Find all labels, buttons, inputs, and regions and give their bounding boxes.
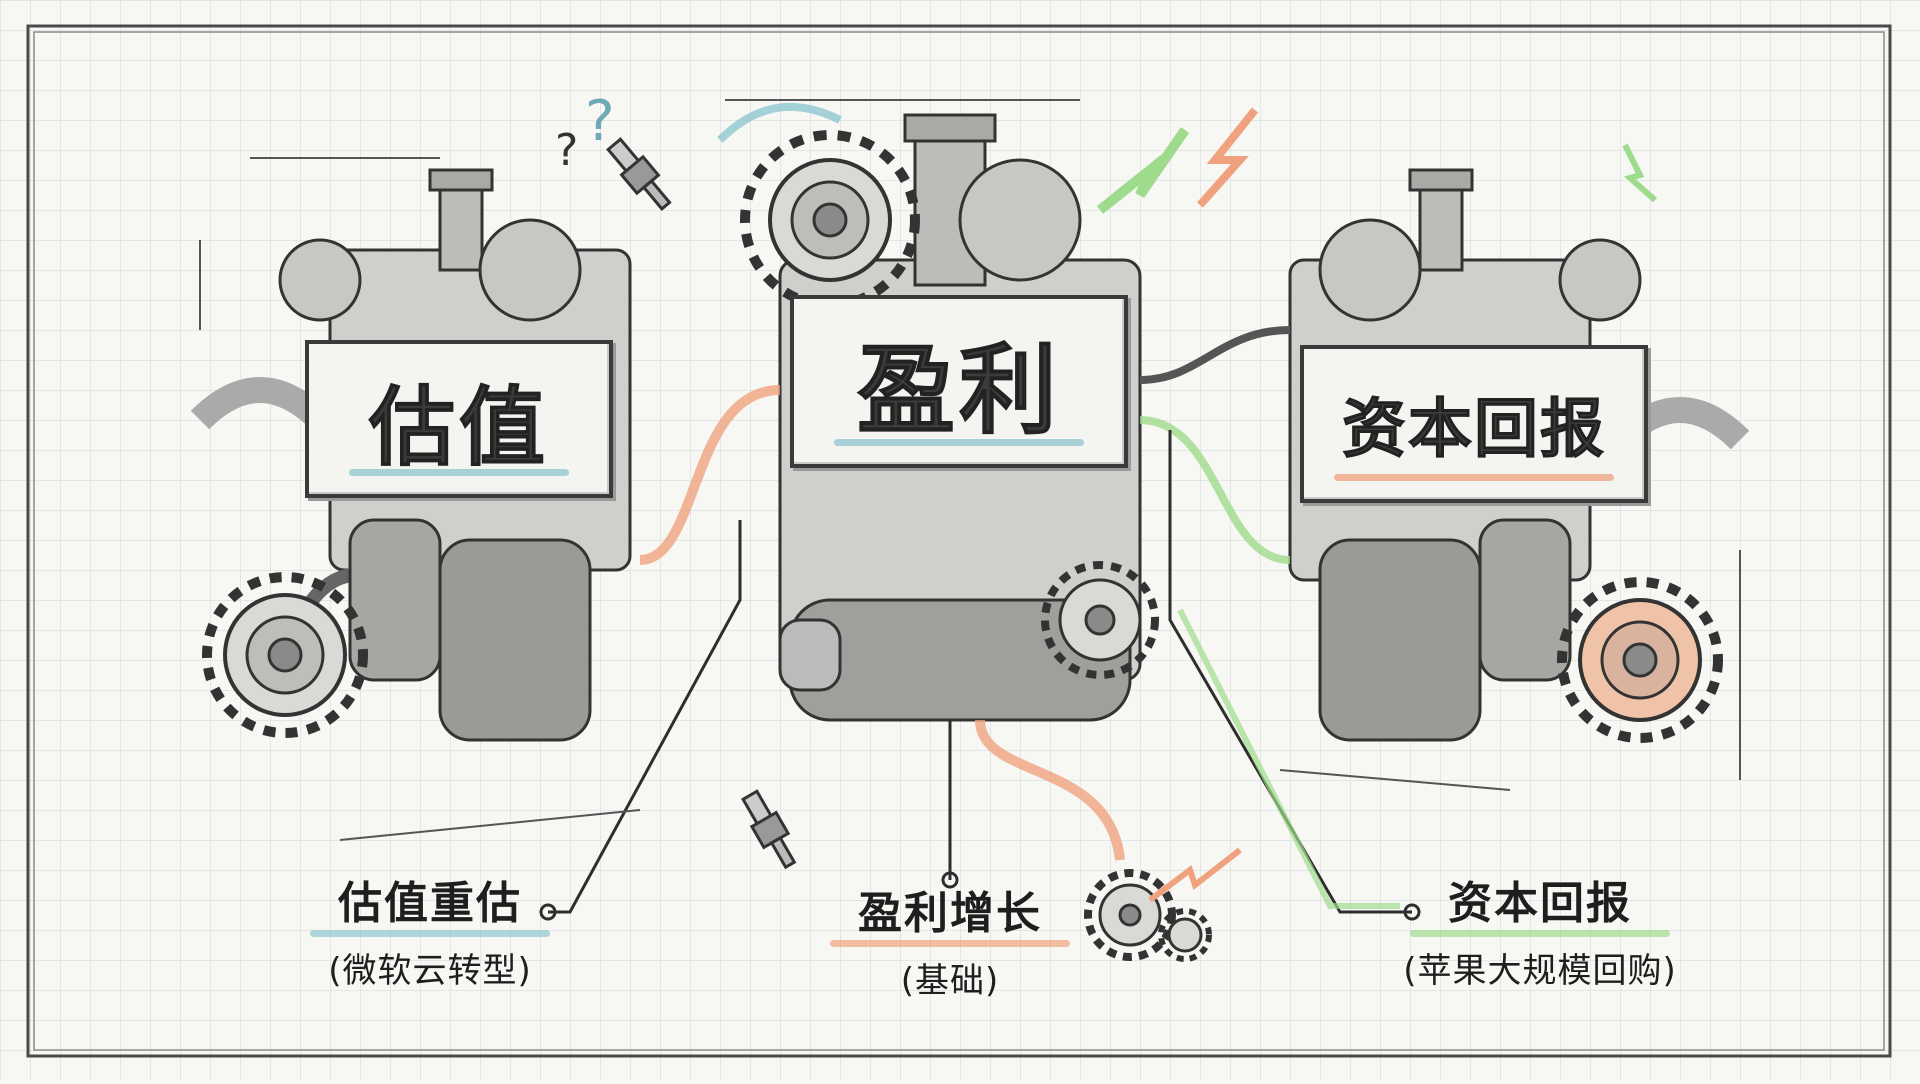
- plate-label: 盈利: [856, 333, 1061, 448]
- sketch-frame-inner: [33, 31, 1885, 1051]
- lightning-arrow-icon: [1197, 107, 1259, 208]
- plate-capital-return: 资本回报: [1300, 345, 1648, 503]
- caption-title: 盈利增长: [858, 888, 1042, 939]
- caption-valuation: 估值重估 (微软云转型): [300, 878, 560, 992]
- gear-icon: [1158, 908, 1212, 962]
- leader-capital-return: [1168, 430, 1412, 914]
- plate-label: 资本回报: [1342, 393, 1606, 468]
- caption-title: 估值重估: [338, 878, 522, 929]
- leader-valuation: [548, 520, 742, 914]
- dimension-line: [339, 809, 641, 841]
- lightning-arrow-icon: [1148, 847, 1242, 903]
- caption-underline: [310, 930, 550, 938]
- dimension-line: [1279, 769, 1511, 791]
- pipe-left-center: [639, 385, 781, 565]
- caption-title: 资本回报: [1448, 878, 1632, 929]
- lightning-arrow-icon: [1622, 143, 1657, 203]
- caption-subtitle: (基础): [900, 961, 1000, 1002]
- plate-underline: [349, 469, 569, 476]
- pipe-center-right: [1139, 326, 1291, 384]
- caption-earnings: 盈利增长 (基础): [820, 888, 1080, 1002]
- gear-icon: [740, 130, 920, 310]
- spark-plug-icon: [741, 789, 797, 870]
- caption-subtitle: (微软云转型): [328, 951, 532, 992]
- plate-underline: [834, 439, 1084, 446]
- plate-underline: [1334, 474, 1614, 481]
- sketch-frame: [26, 24, 1892, 1058]
- caption-subtitle: (苹果大规模回购): [1403, 951, 1677, 992]
- question-mark-icon: ?: [585, 89, 615, 154]
- plate-earnings: 盈利: [790, 295, 1128, 468]
- leader-capital-return-green: [1177, 608, 1400, 909]
- pipe-top-teal: [717, 102, 842, 143]
- gear-icon: [1557, 577, 1723, 743]
- pipe-to-small-gear: [975, 719, 1125, 861]
- spark-plug-icon: [606, 137, 672, 211]
- caption-capital-return: 资本回报 (苹果大规模回购): [1370, 878, 1710, 992]
- plate-valuation: 估值: [305, 340, 613, 498]
- pipe-center-right-green: [1139, 416, 1291, 564]
- gear-icon: [202, 572, 368, 738]
- lightning-arrow-icon: [1096, 127, 1190, 214]
- gear-icon: [1041, 561, 1159, 679]
- plate-label: 估值: [369, 377, 549, 478]
- gear-icon: [1084, 869, 1176, 961]
- caption-underline: [830, 940, 1070, 948]
- caption-underline: [1410, 930, 1670, 938]
- question-mark-icon: ?: [555, 125, 578, 176]
- engine-left: [190, 168, 632, 742]
